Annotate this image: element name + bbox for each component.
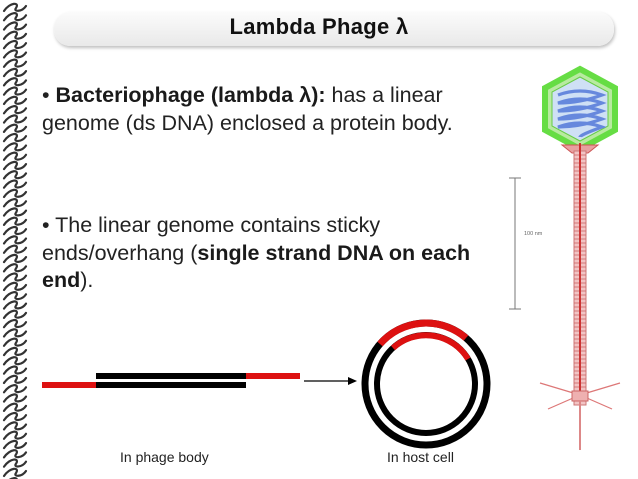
binding-coil <box>2 188 28 199</box>
binding-coil <box>2 291 28 301</box>
bullet-genome: • Bacteriophage (lambda λ): has a linear… <box>42 82 472 137</box>
binding-coil <box>2 160 28 171</box>
binding-coil <box>2 179 28 189</box>
binding-decoration <box>2 2 28 479</box>
binding-coil <box>2 170 28 180</box>
outer-sticky-end <box>377 319 469 347</box>
binding-coil <box>2 337 28 347</box>
binding-coil <box>2 300 28 310</box>
binding-coil <box>2 77 28 87</box>
binding-coil <box>2 67 28 78</box>
bullet-bold: single strand DNA on each end <box>42 240 471 293</box>
binding-coil <box>2 393 28 403</box>
bullet-bold: Bacteriophage (lambda λ): <box>55 83 326 107</box>
scale-label: 100 nm <box>524 231 543 237</box>
binding-coil <box>2 86 28 96</box>
bottom-strand <box>96 382 246 388</box>
top-sticky-end <box>246 373 300 379</box>
title-bar <box>54 12 614 46</box>
binding-coil <box>2 328 28 338</box>
bullet-text: has a linear genome (ds DNA) enclosed a … <box>42 83 453 135</box>
inner-sticky-end <box>390 332 471 361</box>
binding-coil <box>2 449 28 459</box>
binding-coil <box>2 225 28 236</box>
binding-coil <box>2 235 28 245</box>
binding-coil <box>2 12 28 22</box>
caption-phage-body: In phage body <box>120 449 209 465</box>
binding-coil <box>2 467 28 478</box>
binding-coil <box>2 309 28 319</box>
binding-coil <box>2 207 28 217</box>
binding-coil <box>2 58 28 68</box>
top-strand <box>96 373 246 379</box>
binding-coil <box>2 105 28 115</box>
base-plate <box>571 390 589 402</box>
binding-coil <box>2 198 28 208</box>
slide-title: Lambda Phage λ <box>229 14 409 39</box>
binding-coil <box>2 346 28 357</box>
binding-coil <box>2 272 28 282</box>
binding-coil <box>2 439 28 450</box>
bullet-marker: • <box>42 213 50 237</box>
bullet-text-end: ). <box>80 268 94 292</box>
binding-coil <box>2 123 28 133</box>
bullet-sticky-ends: • The linear genome contains sticky ends… <box>42 212 492 295</box>
bottom-sticky-end <box>42 382 96 388</box>
binding-coil <box>2 216 28 226</box>
binding-coil <box>2 374 28 385</box>
binding-coil <box>2 39 28 50</box>
bullet-text: The linear genome contains sticky ends/o… <box>42 213 381 265</box>
binding-coil <box>2 2 28 13</box>
binding-coil <box>2 384 28 394</box>
binding-coil <box>2 356 28 366</box>
binding-coil <box>2 95 28 106</box>
binding-coil <box>2 421 28 431</box>
binding-coil <box>2 49 28 59</box>
bullet-marker: • <box>42 83 50 107</box>
binding-coil <box>2 151 28 161</box>
phage-illustration: 100 nm <box>509 65 621 450</box>
binding-coil <box>2 30 28 40</box>
binding-coil <box>2 411 28 422</box>
binding-coil <box>2 458 28 468</box>
binding-coil <box>2 253 28 264</box>
binding-coil <box>2 402 28 412</box>
binding-coil <box>2 142 28 152</box>
binding-coil <box>2 132 28 143</box>
dna-diagram <box>42 319 491 449</box>
linear-dna <box>42 373 300 388</box>
binding-coil <box>2 365 28 375</box>
caption-host-cell: In host cell <box>387 449 454 465</box>
binding-coil <box>2 21 28 31</box>
arrow-icon <box>304 377 357 385</box>
binding-coil <box>2 263 28 273</box>
circular-dna <box>361 319 491 449</box>
binding-coil <box>2 281 28 292</box>
binding-coil <box>2 114 28 124</box>
binding-coil <box>2 318 28 329</box>
binding-coil <box>2 430 28 440</box>
binding-coil <box>2 244 28 254</box>
coiled-dna <box>557 89 607 138</box>
scale-bar <box>509 177 521 310</box>
